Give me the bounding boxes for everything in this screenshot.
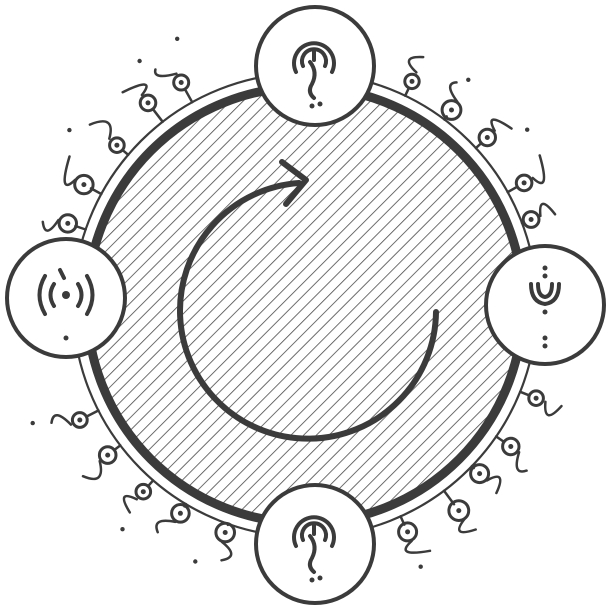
circuit-node-dot [179, 80, 184, 85]
node-bottom [256, 485, 374, 603]
circuit-node-dot [178, 511, 183, 516]
circuit-node-dot [105, 453, 110, 458]
node-right [486, 246, 604, 364]
scatter-dot [120, 527, 124, 531]
circuit-trace [91, 188, 101, 194]
circuit-swirl [450, 82, 457, 102]
scatter-dot [31, 421, 35, 425]
circuit-trace [75, 226, 85, 230]
circuit-trace [185, 90, 192, 103]
circuit-trace [508, 187, 517, 192]
circuit-trace [476, 143, 482, 148]
node-top [256, 7, 374, 125]
circuit-swirl [156, 521, 175, 532]
circuit-swirl [83, 461, 101, 479]
circuit-swirl [487, 477, 500, 493]
circuit-trace [444, 491, 454, 504]
circuit-node-dot [410, 79, 415, 84]
circuit-swirl [52, 415, 71, 424]
circuit-trace [405, 89, 408, 96]
circuit-node-dot [449, 108, 454, 113]
scatter-dot [466, 78, 470, 82]
circuit-node-dot [508, 444, 513, 449]
scatter-dot [137, 59, 141, 63]
scatter-dot [175, 37, 179, 41]
circuit-swirl [123, 85, 147, 95]
circuit-node-dot [405, 529, 410, 534]
circuit-swirl [124, 496, 137, 512]
circuit-node-dot [477, 471, 482, 476]
circuit-node-dot [485, 135, 490, 140]
circuit-node-dot [529, 217, 534, 222]
circuit-swirl [222, 542, 232, 560]
circuit-node-dot [146, 100, 151, 105]
circuit-swirl [65, 157, 76, 185]
circuit-node-dot [223, 530, 228, 535]
circuit-node-dot [77, 418, 82, 423]
circuit-node-dot [522, 180, 527, 185]
node-left [7, 239, 125, 357]
circuit-node-dot [141, 489, 146, 494]
circuit-node-dot [81, 182, 86, 187]
circuit-swirl [517, 452, 527, 471]
circuit-trace [520, 392, 529, 395]
circuit-node-dot [534, 396, 539, 401]
circuit-node-dot [114, 143, 119, 148]
circuit-trace [401, 516, 405, 524]
circuit-swirl [545, 402, 561, 415]
scatter-dot [193, 559, 197, 563]
scatter-dot [525, 128, 529, 132]
circuit-trace [114, 445, 120, 450]
circuit-swirl [43, 220, 59, 231]
circuit-swirl [492, 120, 512, 131]
circuit-trace [87, 411, 99, 417]
circuit-swirl [540, 204, 555, 216]
circuit-trace [496, 437, 504, 443]
circuit-node-dot [456, 508, 461, 513]
circuit-swirl [155, 70, 176, 77]
circuit-swirl [90, 121, 111, 138]
scatter-dot [67, 128, 71, 132]
circuit-swirl [533, 155, 544, 183]
circuit-node-dot [65, 221, 70, 226]
circuit-trace [153, 109, 163, 122]
scatter-dot [419, 565, 423, 569]
circuit-swirl [406, 541, 430, 553]
circuit-swirl [409, 57, 423, 72]
hatched-disc [73, 73, 537, 537]
